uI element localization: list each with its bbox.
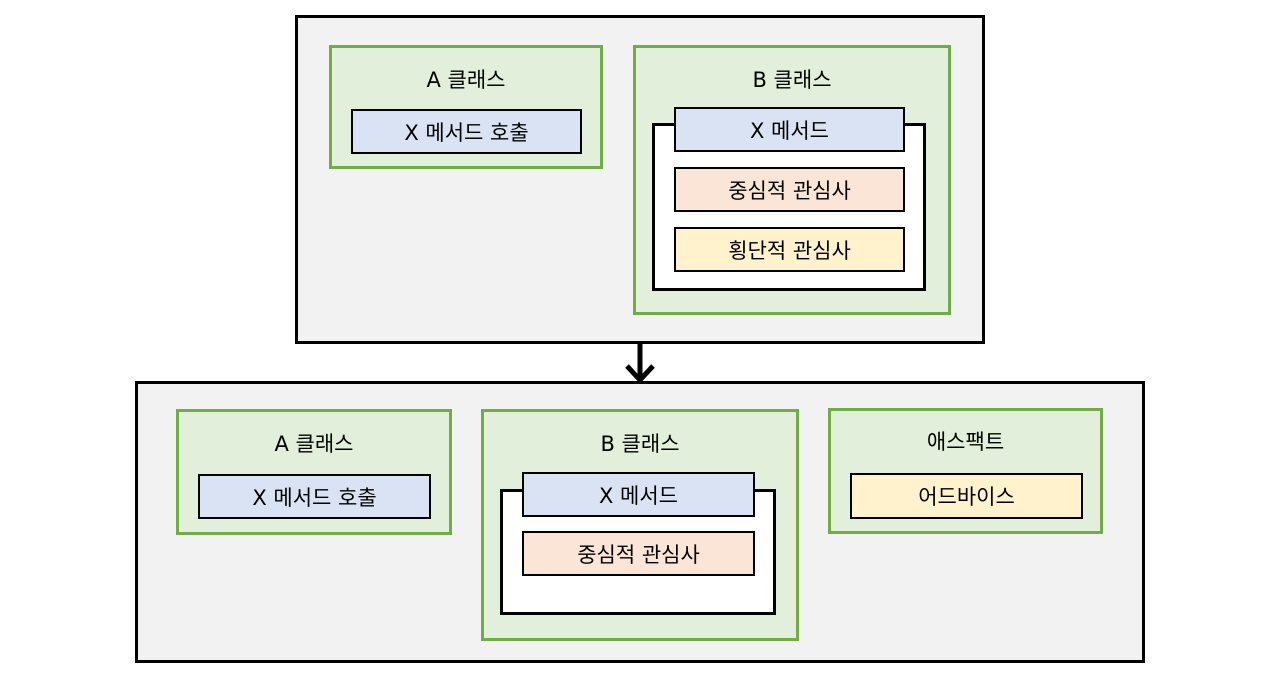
top-class-a: A 클래스 X 메서드 호출	[329, 45, 603, 169]
bottom-class-a-title: A 클래스	[274, 432, 354, 456]
top-class-a-call-box: X 메서드 호출	[351, 109, 582, 154]
bottom-core-concern-box: 중심적 관심사	[522, 531, 755, 576]
top-class-a-title: A 클래스	[426, 68, 506, 92]
after-panel: A 클래스 X 메서드 호출 B 클래스 X 메서드 중심적 관심사 애스팩트 …	[135, 381, 1145, 663]
advice-box: 어드바이스	[850, 473, 1083, 519]
bottom-class-b-title: B 클래스	[600, 432, 680, 456]
aspect: 애스팩트 어드바이스	[828, 408, 1103, 534]
top-class-b-title: B 클래스	[752, 68, 832, 92]
top-core-concern-box: 중심적 관심사	[674, 167, 905, 212]
top-cross-cutting-concern-box: 횡단적 관심사	[674, 227, 905, 272]
top-class-b: B 클래스 X 메서드 중심적 관심사 횡단적 관심사	[633, 45, 951, 315]
top-class-b-method-box: X 메서드	[674, 107, 905, 152]
bottom-class-a: A 클래스 X 메서드 호출	[176, 409, 452, 535]
bottom-class-a-call-box: X 메서드 호출	[198, 474, 431, 519]
bottom-class-b: B 클래스 X 메서드 중심적 관심사	[481, 409, 799, 641]
bottom-class-b-method-box: X 메서드	[522, 472, 755, 517]
transform-arrow-icon	[625, 342, 655, 384]
aspect-title: 애스팩트	[926, 430, 1005, 454]
before-panel: A 클래스 X 메서드 호출 B 클래스 X 메서드 중심적 관심사 횡단적 관…	[295, 15, 985, 344]
